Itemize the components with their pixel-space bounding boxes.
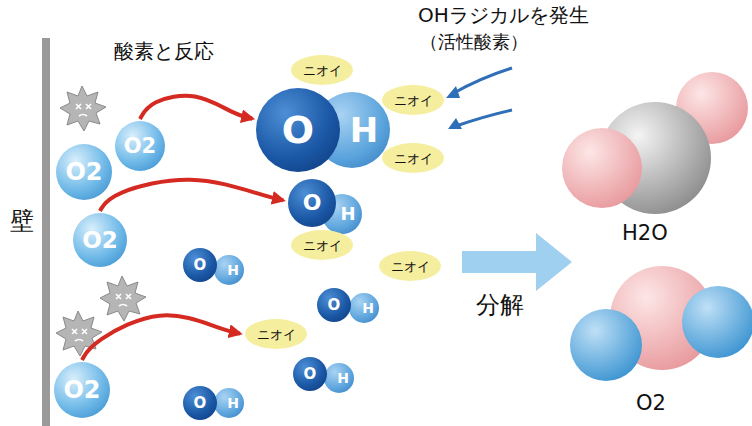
molecule-label: H2O [622,222,668,245]
hydrogen-atom: H [214,388,244,418]
node-text: O2 [124,136,156,157]
decompose-arrow [462,233,572,291]
radical-arrow [452,68,512,126]
oxygen-circle: O2 [54,362,110,418]
odor-oval: ニオイ [379,251,441,281]
oxygen-circle: O2 [115,121,165,171]
node-text: O [282,111,314,149]
odor-oval: ニオイ [382,85,444,115]
radical-note: （活性酸素） [420,32,528,52]
oxygen-atom: O [288,179,336,227]
wall [42,38,50,426]
molecule-label: O2 [636,392,666,415]
oxygen-molecule [570,266,752,381]
oxygen-atom: O [183,386,217,420]
radical-label: OHラジカルを発生 [418,4,589,26]
reaction-arrow [82,315,240,360]
decompose-label: 分解 [476,292,524,318]
reaction-arrow [100,180,283,211]
oxygen-atom: O [183,248,217,282]
node-text: O2 [65,160,102,184]
hydrogen-atom: H [349,293,379,323]
node-text: H [350,113,378,147]
node-text: ニオイ [257,328,296,341]
oxygen-circle: O2 [56,144,112,200]
odor-oval: ニオイ [245,319,307,349]
node-text: H [227,263,239,277]
odor-oval: ニオイ [382,143,444,173]
node-text: O [304,367,317,382]
oxygen-atom: O [293,357,327,391]
node-text: ニオイ [303,239,342,252]
oxygen-atom: O [317,288,351,322]
reaction-arrow [140,96,252,119]
node-text: O [194,258,207,273]
radical-arrow-head [446,86,462,129]
node-text: O [328,298,341,313]
odor-oval: ニオイ [291,55,353,85]
hydrogen-atom: H [214,255,244,285]
node-text: ニオイ [394,94,433,107]
node-text: O [303,192,322,214]
node-text: ニオイ [394,152,433,165]
reaction-label: 酸素と反応 [114,40,214,62]
node-text: O [194,396,207,411]
node-text: ニオイ [303,64,342,77]
node-text: H [362,301,374,315]
oxygen-atom: O [256,88,340,172]
odor-oval: ニオイ [291,230,353,260]
hydrogen-atom: H [324,363,354,393]
node-text: H [337,371,349,385]
node-text: ニオイ [391,260,430,273]
node-text: O2 [82,229,118,252]
wall-label: 壁 [10,208,34,234]
node-text: H [227,396,239,410]
node-text: H [340,205,355,223]
water-molecule [562,72,748,214]
node-text: O2 [63,378,100,402]
oxygen-circle: O2 [73,213,127,267]
